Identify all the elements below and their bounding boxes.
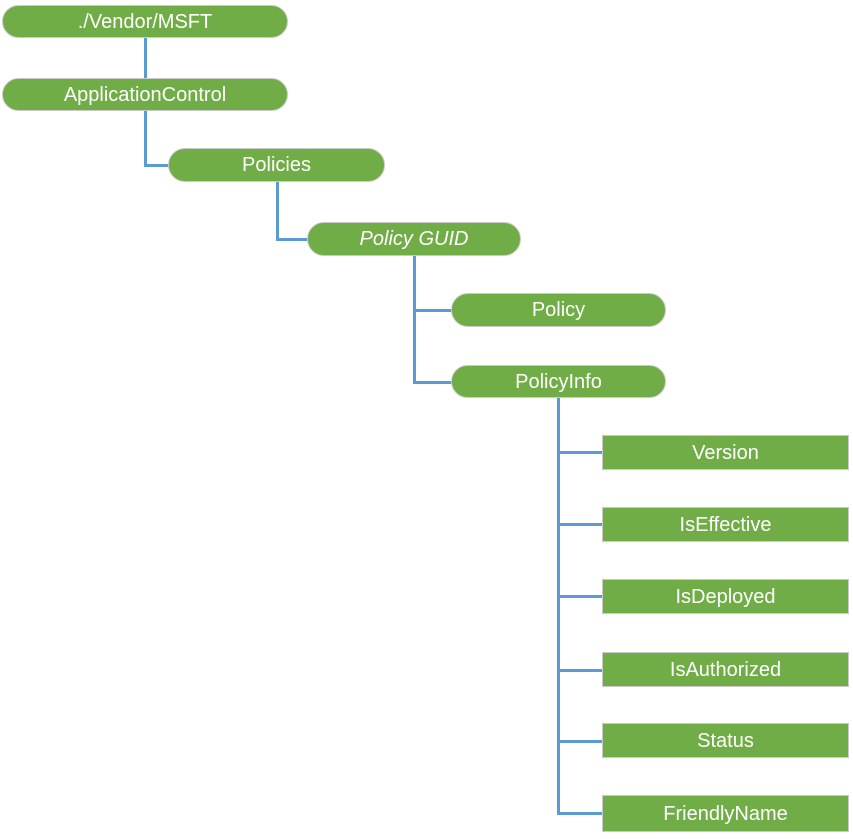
node-is-effective: IsEffective xyxy=(602,507,849,542)
connector-segment-policy-info-to-friendly-name xyxy=(556,398,560,815)
connector-segment-policy-guid-to-policy-info xyxy=(412,380,453,384)
connector-segment-policy-info-to-is-deployed xyxy=(556,594,604,598)
connector-segment-application-control-to-policies xyxy=(143,111,147,167)
connector-segment-policy-info-to-is-effective xyxy=(556,522,604,526)
connector-segment-policy-info-to-is-authorized xyxy=(556,668,604,672)
connector-segment-policies-to-policy-guid xyxy=(275,182,279,241)
connector-segment-policy-info-to-friendly-name xyxy=(556,811,604,815)
connector-segment-policy-info-to-status xyxy=(556,739,604,743)
node-policy-guid: Policy GUID xyxy=(307,222,521,256)
connector-segment-policies-to-policy-guid xyxy=(275,237,309,241)
node-friendly-name: FriendlyName xyxy=(602,795,849,832)
connector-segment-vendor-msft-to-application-control xyxy=(143,38,147,80)
connector-segment-policy-guid-to-policy-info xyxy=(412,256,416,384)
connector-segment-application-control-to-policies xyxy=(143,163,170,167)
connector-segment-policy-guid-to-policy xyxy=(412,308,453,312)
node-policy-info: PolicyInfo xyxy=(451,365,666,398)
node-vendor-msft: ./Vendor/MSFT xyxy=(2,5,288,38)
connector-segment-policy-info-to-version xyxy=(556,450,604,454)
node-application-control: ApplicationControl xyxy=(2,78,288,111)
node-policy: Policy xyxy=(451,293,666,327)
node-version: Version xyxy=(602,435,849,470)
node-policies: Policies xyxy=(168,148,385,182)
node-status: Status xyxy=(602,723,849,758)
node-is-deployed: IsDeployed xyxy=(602,579,849,614)
node-is-authorized: IsAuthorized xyxy=(602,652,849,687)
